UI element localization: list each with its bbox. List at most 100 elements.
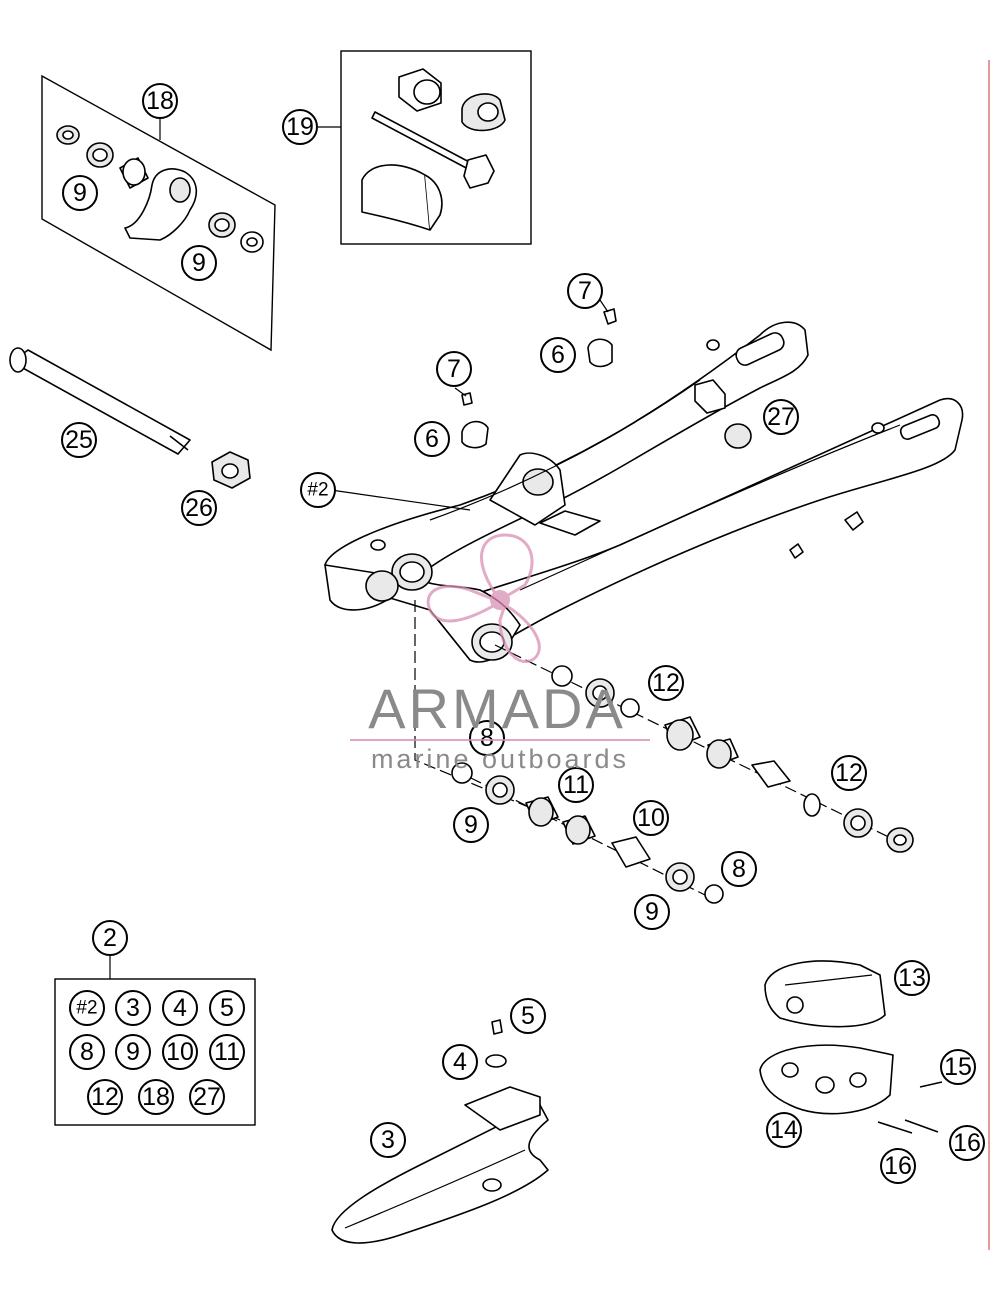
- leader-lines: [330, 299, 609, 511]
- callout-9c: 9: [453, 807, 489, 843]
- callout-13: 13: [894, 960, 930, 996]
- callout-label: 27: [767, 403, 795, 431]
- callout-9b: 9: [181, 245, 217, 281]
- callout-label: 11: [563, 771, 589, 799]
- kit-item-label: 10: [166, 1038, 194, 1066]
- callout-label: 16: [953, 1129, 981, 1157]
- swingarm-body: [324, 321, 964, 663]
- callout-15: 15: [940, 1049, 976, 1085]
- callout-label: 9: [73, 179, 87, 207]
- callout-16a: 16: [880, 1148, 916, 1184]
- propeller-logo-icon: [426, 533, 541, 663]
- callout-label: 8: [480, 724, 494, 752]
- callout-label: 3: [381, 1126, 395, 1154]
- chain-guide-group: [759, 960, 943, 1134]
- callout-label: 12: [652, 669, 680, 697]
- kit-item-label: 8: [80, 1038, 94, 1066]
- callout-label: 26: [185, 494, 213, 522]
- callout-2: 2: [92, 920, 128, 956]
- callout-label: 13: [898, 964, 926, 992]
- callout-5: 5: [510, 998, 546, 1034]
- callout-18: 18: [142, 83, 178, 119]
- kit-item-label: 5: [220, 994, 234, 1022]
- kit-item-10: 10: [162, 1034, 198, 1070]
- callout-label: 4: [453, 1048, 467, 1076]
- callout-3: 3: [370, 1122, 406, 1158]
- axle-25-group: [9, 347, 251, 489]
- kit-item-11: 11: [209, 1034, 245, 1070]
- kit-item-5: 5: [209, 990, 245, 1026]
- callout-label: 7: [447, 355, 461, 383]
- kit-item-12: 12: [87, 1079, 123, 1115]
- callout-4: 4: [442, 1044, 478, 1080]
- bearing-stack-lower: [451, 762, 724, 904]
- kit-item-hash2: #2: [69, 990, 105, 1026]
- callout-label: 12: [835, 759, 863, 787]
- clamp-parts: [461, 308, 617, 449]
- kit-item-label: 18: [142, 1083, 170, 1111]
- bearing-kit-18-group: [41, 74, 276, 352]
- callout-6a: 6: [540, 337, 576, 373]
- kit-item-label: 4: [173, 994, 187, 1022]
- kit-19-frame: [340, 50, 532, 245]
- callout-label: 6: [425, 425, 439, 453]
- callout-27-top: 27: [763, 399, 799, 435]
- callout-12b: 12: [831, 755, 867, 791]
- callout-label: 7: [578, 277, 592, 305]
- callout-label: 16: [884, 1152, 912, 1180]
- callout-label: 10: [637, 804, 665, 832]
- kit-item-18: 18: [138, 1079, 174, 1115]
- callout-label: 2: [103, 924, 117, 952]
- kit-item-label: 9: [126, 1038, 140, 1066]
- callout-8b: 8: [721, 851, 757, 887]
- callout-10: 10: [633, 800, 669, 836]
- kit-2-frame: [54, 978, 256, 1126]
- callout-16b: 16: [949, 1125, 985, 1161]
- kit-item-9: 9: [115, 1034, 151, 1070]
- callout-label: #2: [307, 480, 328, 501]
- callout-26: 26: [181, 490, 217, 526]
- kit-18-frame: [41, 74, 276, 352]
- callout-label: 25: [65, 426, 93, 454]
- callout-label: 9: [464, 811, 478, 839]
- callout-label: 8: [732, 855, 746, 883]
- callout-25: 25: [61, 422, 97, 458]
- callout-hash2: #2: [300, 472, 336, 508]
- callout-label: 9: [192, 249, 206, 277]
- kit-item-label: 12: [91, 1083, 119, 1111]
- kit-item-label: 27: [193, 1083, 221, 1111]
- callout-label: 15: [944, 1053, 972, 1081]
- callout-label: 9: [645, 898, 659, 926]
- callout-7b: 7: [436, 351, 472, 387]
- watermark-tagline: marine outboards: [371, 744, 629, 774]
- kit-item-label: 11: [214, 1038, 240, 1066]
- callout-label: 18: [146, 87, 174, 115]
- callout-14: 14: [766, 1112, 802, 1148]
- callout-9a: 9: [62, 175, 98, 211]
- callout-6b: 6: [414, 421, 450, 457]
- kit-item-3: 3: [115, 990, 151, 1026]
- callout-11: 11: [558, 767, 594, 803]
- kit-item-8: 8: [69, 1034, 105, 1070]
- kit-item-label: 3: [126, 994, 140, 1022]
- kit-item-label: #2: [76, 998, 97, 1019]
- kit-2-contents: #2 3 4 5 8 9 10 11 12 18 27: [69, 990, 245, 1115]
- watermark-brand: ARMADA: [368, 677, 626, 740]
- armada-watermark: ARMADA marine outboards: [350, 533, 650, 774]
- callout-12a: 12: [648, 665, 684, 701]
- chain-slider-group: [331, 1019, 549, 1244]
- kit-2-group: [54, 955, 256, 1126]
- callout-8a: 8: [469, 720, 505, 756]
- bearing-stack-upper: [551, 665, 914, 853]
- callout-9d: 9: [634, 894, 670, 930]
- callout-7a: 7: [567, 273, 603, 309]
- callout-label: 5: [521, 1002, 535, 1030]
- callout-label: 19: [286, 113, 314, 141]
- callout-19: 19: [282, 109, 318, 145]
- kit-item-4: 4: [162, 990, 198, 1026]
- tool-kit-19-group: [318, 50, 532, 245]
- callout-label: 14: [770, 1116, 798, 1144]
- callout-label: 6: [551, 341, 565, 369]
- kit-item-27: 27: [189, 1079, 225, 1115]
